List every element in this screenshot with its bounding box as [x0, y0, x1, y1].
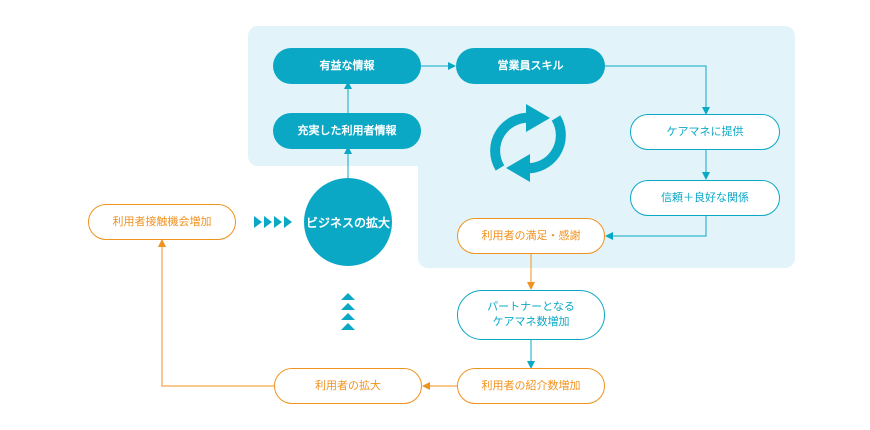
node-user-expansion: 利用者の拡大 — [274, 368, 422, 404]
refresh-cycle-icon — [490, 112, 566, 174]
node-useful-info: 有益な情報 — [273, 48, 421, 84]
arrow-expansion-to-contact — [158, 239, 274, 387]
arrow-skill-to-provide — [604, 65, 710, 115]
chevron-up-icon — [341, 293, 355, 330]
node-user-satisfaction: 利用者の満足・感謝 — [457, 218, 605, 254]
node-provide-to-caremanager: ケアマネに提供 — [630, 114, 780, 150]
node-sales-skill: 営業員スキル — [456, 48, 605, 84]
node-partner-caremanager-increase: パートナーとなる ケアマネ数増加 — [457, 290, 605, 340]
chevron-right-icon — [254, 216, 292, 228]
node-user-contact-increase: 利用者接触機会増加 — [88, 204, 236, 240]
node-business-expansion: ビジネスの拡大 — [304, 178, 392, 266]
arrow-trust-to-satisfaction — [605, 214, 707, 240]
node-trust-relationship: 信頼＋良好な関係 — [630, 180, 780, 216]
node-referral-increase: 利用者の紹介数増加 — [457, 368, 605, 404]
node-rich-user-info: 充実した利用者情報 — [273, 113, 421, 149]
